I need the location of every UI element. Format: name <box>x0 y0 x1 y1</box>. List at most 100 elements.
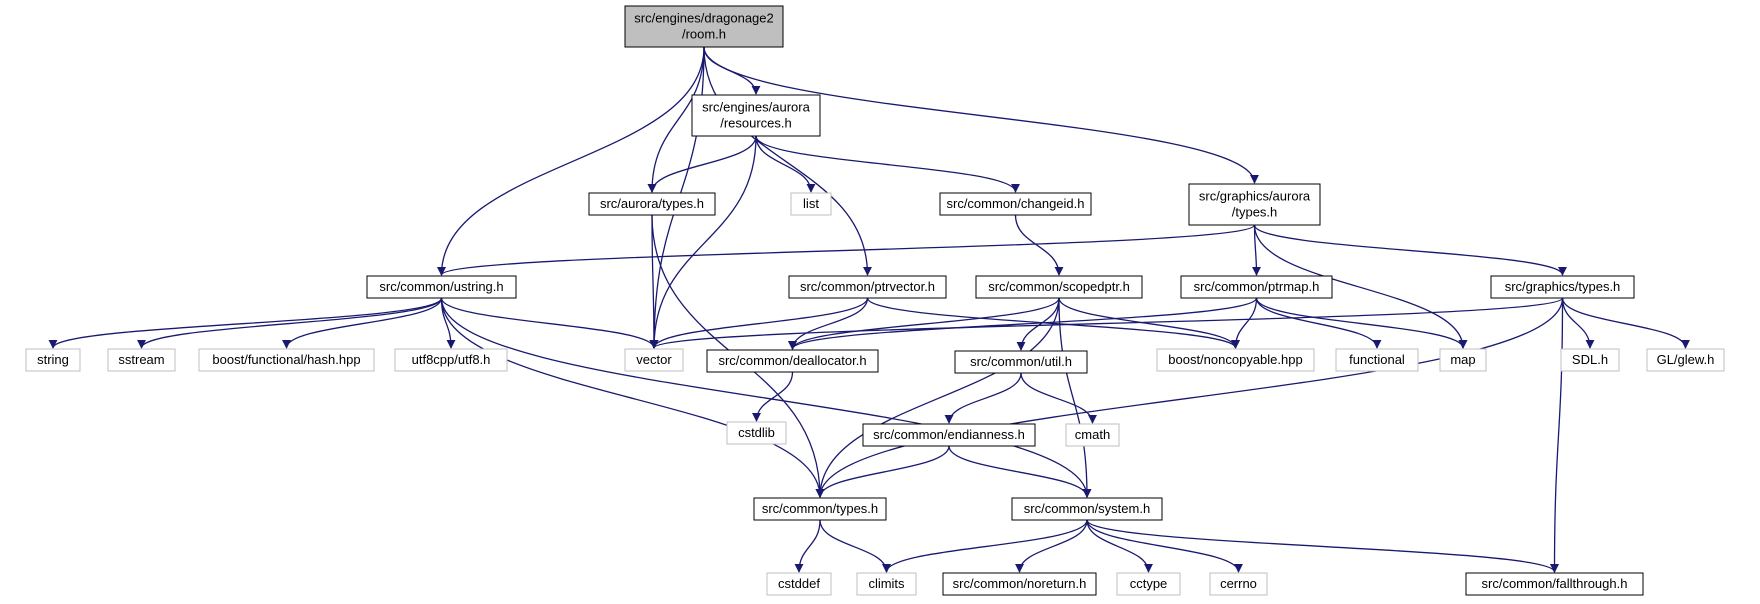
node-label-resources: src/engines/aurora <box>702 100 810 115</box>
node-cctype: cctype <box>1116 572 1181 596</box>
node-label-fallthrough: src/common/fallthrough.h <box>1482 576 1628 591</box>
edge-ptrmap-to-map <box>1255 297 1468 349</box>
edge-gfx_aurora_types-to-map <box>1253 224 1468 349</box>
node-vector: vector <box>624 348 684 372</box>
node-label-cctype: cctype <box>1130 576 1168 591</box>
node-aurora_types[interactable]: src/aurora/types.h <box>588 192 716 216</box>
node-label-utf8: utf8cpp/utf8.h <box>412 352 491 367</box>
edge-ptrmap-to-functional <box>1255 297 1382 349</box>
edge-ptrmap-to-deallocator <box>788 297 1258 350</box>
edge-gfx_types-to-sdl <box>1561 297 1595 349</box>
node-label-ptrmap: src/common/ptrmap.h <box>1194 279 1320 294</box>
edge-ustring-to-string <box>48 297 443 349</box>
edge-resources-to-aurora_types <box>647 135 757 193</box>
node-noreturn[interactable]: src/common/noreturn.h <box>942 572 1097 596</box>
node-box-system <box>1011 497 1163 521</box>
node-box-sstream <box>107 348 176 372</box>
edge-resources-to-vector <box>649 135 757 349</box>
node-box-vector <box>624 348 684 372</box>
node-deallocator[interactable]: src/common/deallocator.h <box>706 349 879 373</box>
node-label-ustring: src/common/ustring.h <box>379 279 503 294</box>
node-box-noncopyable <box>1156 348 1315 372</box>
node-room[interactable]: src/engines/dragonage2/room.h <box>624 5 784 48</box>
edge-ustring-to-common_types <box>440 297 825 498</box>
node-label-resources: /resources.h <box>720 116 792 131</box>
edge-scopedptr-to-noncopyable <box>1058 297 1240 349</box>
node-label-cmath: cmath <box>1075 427 1110 442</box>
edge-gfx_types-to-common_types <box>815 297 1564 498</box>
node-endianness[interactable]: src/common/endianness.h <box>862 423 1036 447</box>
node-sstream: sstream <box>107 348 176 372</box>
edge-ustring-to-hash <box>282 297 443 349</box>
node-common_types[interactable]: src/common/types.h <box>753 497 887 521</box>
node-box-list <box>790 192 832 216</box>
node-label-map: map <box>1450 352 1475 367</box>
node-box-changeid <box>939 192 1092 216</box>
node-box-aurora_types <box>588 192 716 216</box>
node-box-string <box>25 348 81 372</box>
edge-changeid-to-scopedptr <box>1014 214 1064 276</box>
node-label-sstream: sstream <box>118 352 164 367</box>
edge-gfx_types-to-fallthrough <box>1549 297 1564 573</box>
node-changeid[interactable]: src/common/changeid.h <box>939 192 1092 216</box>
node-cmath: cmath <box>1065 423 1120 447</box>
node-box-noreturn <box>942 572 1097 596</box>
node-label-util: src/common/util.h <box>970 354 1072 369</box>
node-noncopyable: boost/noncopyable.hpp <box>1156 348 1315 372</box>
node-label-room: src/engines/dragonage2 <box>634 11 774 26</box>
edge-deallocator-to-cstdlib <box>751 371 794 422</box>
node-label-string: string <box>37 352 69 367</box>
node-label-glew: GL/glew.h <box>1657 352 1715 367</box>
node-label-list: list <box>803 196 819 211</box>
edge-resources-to-list <box>755 135 816 193</box>
node-box-glew <box>1646 348 1725 372</box>
node-resources[interactable]: src/engines/aurora/resources.h <box>691 94 821 137</box>
edge-ustring-to-vector <box>440 297 659 349</box>
edge-gfx_types-to-vector <box>649 297 1564 349</box>
edge-gfx_aurora_types-to-gfx_types <box>1253 224 1567 276</box>
edges <box>48 46 1691 573</box>
edge-gfx_types-to-glew <box>1561 297 1691 349</box>
node-label-cstddef: cstddef <box>778 576 820 591</box>
node-string: string <box>25 348 81 372</box>
edge-util-to-cmath <box>1020 372 1098 424</box>
edge-common_types-to-climits <box>819 519 892 573</box>
node-cstddef: cstddef <box>766 572 832 596</box>
node-box-gfx_types <box>1490 275 1635 299</box>
node-box-hash <box>198 348 375 372</box>
node-label-gfx_aurora_types: /types.h <box>1232 205 1278 220</box>
node-box-resources <box>691 94 821 137</box>
node-climits: climits <box>856 572 917 596</box>
edge-room-to-ustring <box>436 46 705 276</box>
node-scopedptr[interactable]: src/common/scopedptr.h <box>975 275 1143 299</box>
node-label-gfx_types: src/graphics/types.h <box>1505 279 1621 294</box>
node-cstdlib: cstdlib <box>726 421 787 445</box>
node-label-hash: boost/functional/hash.hpp <box>212 352 360 367</box>
edge-scopedptr-to-system <box>1058 297 1092 498</box>
node-fallthrough[interactable]: src/common/fallthrough.h <box>1465 572 1644 596</box>
node-gfx_aurora_types[interactable]: src/graphics/aurora/types.h <box>1188 183 1321 226</box>
node-box-scopedptr <box>975 275 1143 299</box>
node-ptrmap[interactable]: src/common/ptrmap.h <box>1180 275 1333 299</box>
edge-common_types-to-cstddef <box>794 519 821 573</box>
node-label-common_types: src/common/types.h <box>762 501 878 516</box>
node-label-cstdlib: cstdlib <box>738 425 775 440</box>
node-label-noreturn: src/common/noreturn.h <box>953 576 1087 591</box>
node-util[interactable]: src/common/util.h <box>954 350 1088 374</box>
node-box-ptrmap <box>1180 275 1333 299</box>
node-label-functional: functional <box>1349 352 1405 367</box>
node-box-gfx_aurora_types <box>1188 183 1321 226</box>
node-label-ptrvector: src/common/ptrvector.h <box>800 279 935 294</box>
node-box-deallocator <box>706 349 879 373</box>
node-label-sdl: SDL.h <box>1572 352 1608 367</box>
node-ustring[interactable]: src/common/ustring.h <box>366 275 517 299</box>
edge-util-to-endianness <box>944 372 1022 424</box>
node-label-system: src/common/system.h <box>1024 501 1150 516</box>
node-ptrvector[interactable]: src/common/ptrvector.h <box>788 275 947 299</box>
node-system[interactable]: src/common/system.h <box>1011 497 1163 521</box>
node-box-sdl <box>1560 348 1620 372</box>
node-gfx_types[interactable]: src/graphics/types.h <box>1490 275 1635 299</box>
edge-gfx_aurora_types-to-ustring <box>437 224 1256 276</box>
node-label-climits: climits <box>868 576 905 591</box>
